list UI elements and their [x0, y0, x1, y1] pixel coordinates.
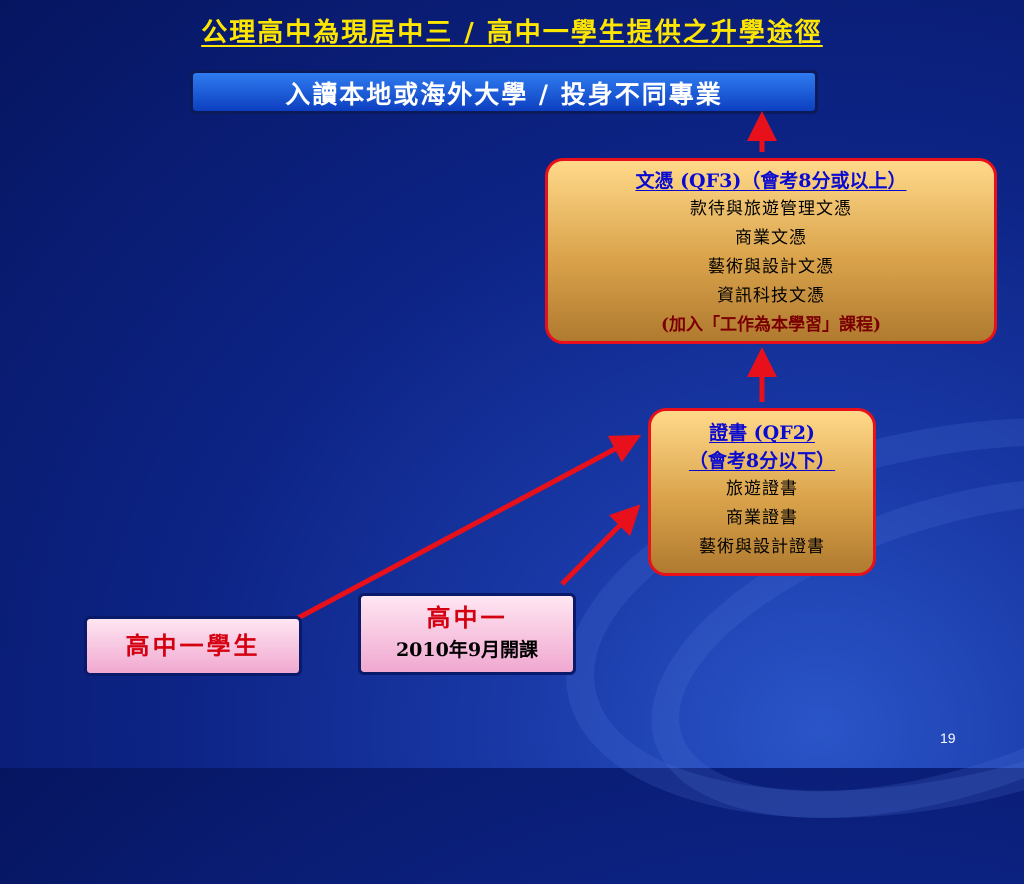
qf3-item: 資訊科技文憑 — [717, 286, 825, 306]
qf3-diploma-box: 文憑 (QF3)（會考8分或以上） 款待與旅遊管理文憑 商業文憑 藝術與設計文憑… — [545, 158, 997, 344]
qf3-item: 商業文憑 — [735, 228, 807, 248]
page-number: 19 — [940, 730, 956, 746]
qf2-certificate-box: 證書 (QF2) （會考8分以下） 旅遊證書 商業證書 藝術與設計證書 — [648, 408, 876, 576]
s1-student-label: 高中一學生 — [125, 631, 261, 660]
arrow-student-to-qf2 — [296, 434, 642, 621]
s1-course-box: 高中一 2010年9月開課 — [358, 593, 576, 675]
slide-title: 公理高中為現居中三 / 高中一學生提供之升學途徑 — [201, 18, 823, 48]
s1-course-title: 高中一 — [426, 603, 508, 632]
s1-student-box: 高中一學生 — [84, 616, 302, 676]
qf3-item: 款待與旅遊管理文憑 — [690, 199, 852, 219]
flow-arrows — [296, 111, 777, 621]
qf3-heading: 文憑 (QF3)（會考8分或以上） — [635, 170, 907, 192]
qf2-heading: 證書 (QF2) — [709, 422, 815, 444]
qf2-item: 商業證書 — [726, 508, 798, 528]
arrow-s1-to-qf2 — [560, 504, 641, 586]
university-career-box: 入讀本地或海外大學 / 投身不同專業 — [190, 70, 818, 114]
qf3-item: 藝術與設計文憑 — [708, 257, 834, 277]
qf2-subheading: （會考8分以下） — [688, 450, 836, 472]
qf3-note: (加入「工作為本學習」課程) — [660, 315, 882, 335]
s1-course-date: 2010年9月開課 — [395, 639, 539, 661]
qf2-item: 旅遊證書 — [726, 479, 798, 499]
qf2-item: 藝術與設計證書 — [699, 537, 825, 557]
